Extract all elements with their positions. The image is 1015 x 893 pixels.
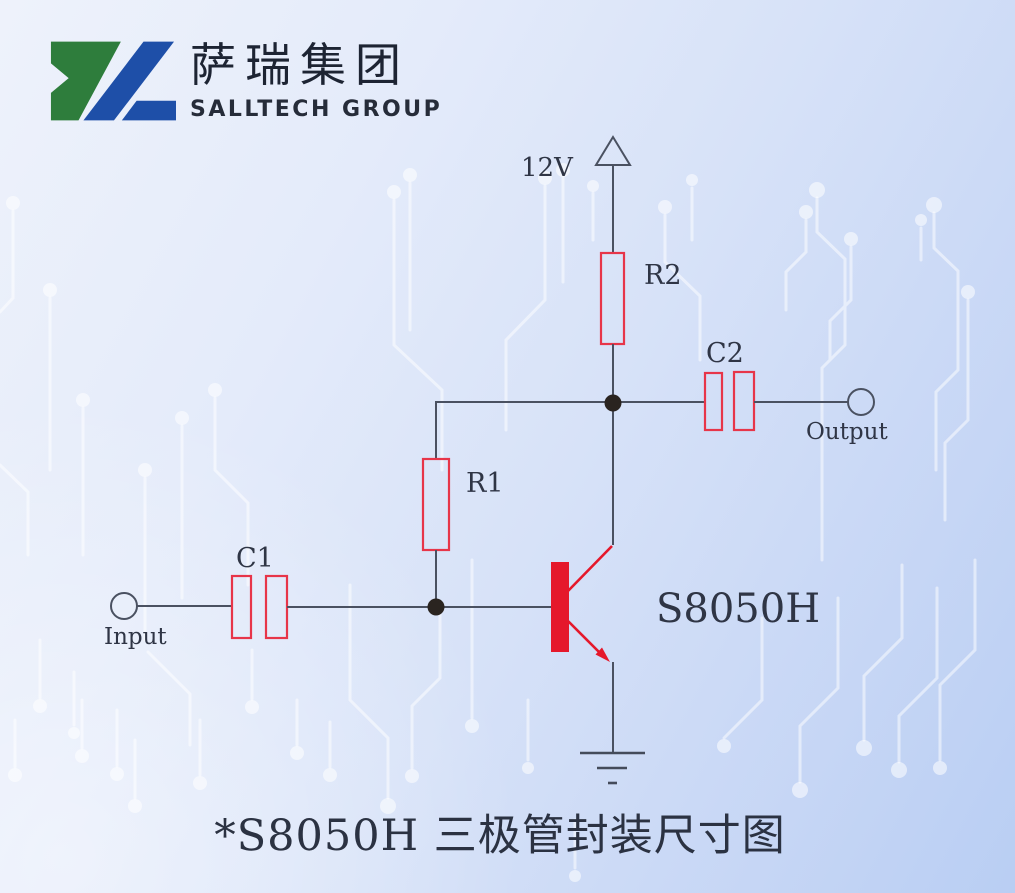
logo-blue-foot: [121, 100, 176, 121]
capacitor-c2-plate-hatched: [732, 370, 756, 432]
resistor-r2: R2: [599, 251, 682, 402]
capacitor-c2-label: C2: [706, 338, 744, 369]
vcc-symbol: [594, 135, 632, 166]
input-terminal: [110, 592, 138, 620]
output-terminal: [847, 388, 875, 416]
transistor-emitter-arrow: [595, 647, 610, 662]
trace-lines: [0, 176, 977, 870]
supply-voltage-label: 12V: [521, 153, 574, 183]
company-name-en: SALLTECH GROUP: [190, 96, 443, 122]
output-label: Output: [806, 419, 888, 445]
caption: *S8050H 三极管封装尺寸图: [214, 811, 786, 861]
junction-dot-collector: [604, 394, 622, 412]
transistor-s8050h: S8050H: [551, 545, 820, 662]
trace-pads: [6, 163, 975, 882]
resistor-r1-body: [421, 457, 451, 552]
company-name-cn: 萨瑞集团: [190, 38, 410, 92]
ground-section: [580, 662, 645, 785]
input-label: Input: [104, 624, 167, 650]
capacitor-c1-plate: [230, 574, 253, 640]
capacitor-c1-plate-hatched: [264, 574, 289, 640]
resistor-r2-body: [599, 251, 626, 346]
logo-blue-slash: [83, 41, 175, 121]
resistor-r1-label: R1: [466, 468, 504, 499]
transistor-base-bar: [551, 562, 569, 652]
junction-dot-base: [427, 598, 445, 616]
output-section: C2 Output: [703, 338, 888, 445]
brand-text: 萨瑞集团 SALLTECH GROUP: [190, 38, 442, 122]
ground-symbol: [580, 751, 645, 785]
resistor-r1: R1: [421, 457, 504, 607]
salltech-logo-mark: [50, 41, 176, 121]
input-section: Input C1: [104, 543, 551, 650]
transistor-collector-lead: [567, 545, 613, 592]
power-supply: 12V: [521, 135, 632, 253]
capacitor-c1-label: C1: [236, 543, 274, 574]
collector-node: [435, 394, 705, 545]
resistor-r2-label: R2: [644, 260, 682, 291]
capacitor-c2-plate: [703, 371, 724, 432]
transistor-emitter-lead: [567, 620, 605, 658]
wire-junction-to-r1: [435, 401, 613, 459]
logo-green-shape: [50, 41, 121, 121]
transistor-label: S8050H: [656, 586, 820, 632]
brand-logo: 萨瑞集团 SALLTECH GROUP: [48, 38, 442, 130]
